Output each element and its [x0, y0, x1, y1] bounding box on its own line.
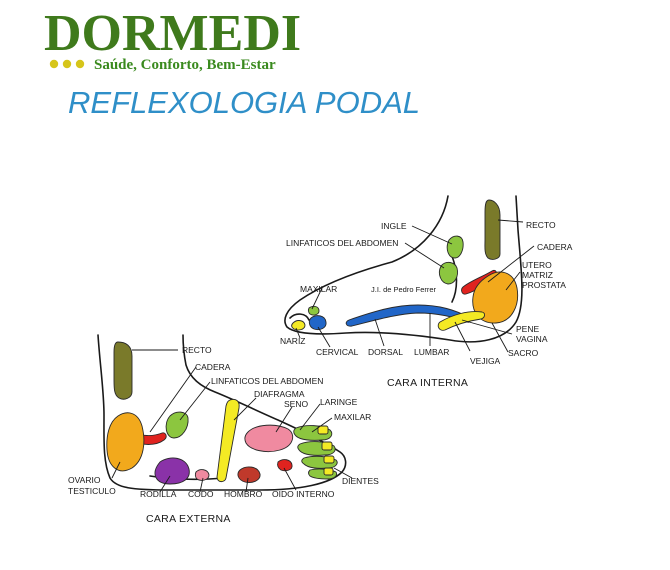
outer-label-recto: RECTO: [182, 345, 212, 355]
outer-label-seno: SENO: [284, 399, 308, 409]
inner-label-prostata: PROSTATA: [522, 280, 566, 290]
outer-dientes-leader: [333, 467, 353, 479]
inner-label-cervical: CERVICAL: [316, 347, 359, 357]
zone-ovario-outer: [106, 412, 145, 472]
toe-tip: [323, 455, 335, 464]
inner-vejiga-leader: [454, 321, 471, 352]
inner-cervical-leader: [317, 326, 331, 348]
brand-name: DORMEDI: [44, 5, 301, 62]
inner-dorsal-leader: [374, 318, 385, 347]
inner-cadera-leader: [487, 245, 535, 283]
inner-label-vejiga: VEJIGA: [470, 356, 501, 366]
toe-tip: [317, 425, 329, 435]
outer-label-codo: CODO: [188, 489, 214, 499]
inner-label-vagina: VAGINA: [516, 334, 548, 344]
outer-foot-outline: [97, 334, 347, 491]
inner-label-sacro: SACRO: [508, 348, 539, 358]
zone-oido-outer: [277, 459, 293, 472]
zone-diafragma-outer: [216, 398, 240, 483]
outer-codo-leader: [199, 477, 204, 493]
inner-toe-line: [289, 313, 310, 321]
inner-label-cadera: CADERA: [537, 242, 573, 252]
outer-label-laringe: LARINGE: [320, 397, 358, 407]
logo-dots: [49, 59, 85, 69]
outer-cadera-leader: [149, 366, 197, 433]
outer-label-cadera: CADERA: [195, 362, 231, 372]
outer-ovario-leader: [111, 461, 121, 479]
inner-ankle-line: [451, 255, 458, 303]
logo-dot: [49, 59, 59, 69]
toe-tip: [323, 467, 334, 476]
inner-maxilar-leader: [311, 287, 323, 310]
inner-caption: CARA INTERNA: [387, 377, 468, 389]
inner-label-linfaticos: LINFATICOS DEL ABDOMEN: [286, 238, 398, 248]
inner-label-pene: PENE: [516, 324, 539, 334]
inner-label-matriz: MATRIZ: [522, 270, 553, 280]
inner-label-recto: RECTO: [526, 220, 556, 230]
inner-ingle-leader: [411, 225, 453, 245]
outer-label-maxilar: MAXILAR: [334, 412, 371, 422]
outer-seno-leader: [275, 406, 293, 433]
zone-linfaticos-inner: [438, 261, 458, 285]
outer-rodilla-leader: [159, 475, 171, 493]
zone-rodilla-outer: [154, 457, 190, 485]
outer-oido-leader: [283, 467, 297, 491]
outer-label-diafragma: DIAFRAGMA: [254, 389, 305, 399]
zone-utero-inner: [472, 271, 519, 324]
zone-linfaticos-outer: [165, 411, 189, 439]
inner-nariz-leader: [295, 327, 301, 339]
zone-nariz-inner: [291, 320, 306, 331]
outer-hombro-leader: [245, 477, 249, 493]
inner-pene-leader: [461, 319, 513, 335]
outer-label-ovario: OVARIO: [68, 475, 101, 485]
zone-seno-outer: [244, 424, 294, 453]
logo-dot: [62, 59, 72, 69]
zone-recto-inner: [484, 199, 501, 260]
inner-label-dorsal: DORSAL: [368, 347, 403, 357]
zone-ingle-inner: [446, 235, 464, 259]
outer-label-oido: OIDO INTERNO: [272, 489, 335, 499]
zone-maxilar-inner: [307, 305, 320, 316]
outer-labels: RECTO CADERA LINFATICOS DEL ABDOMEN DIAF…: [68, 345, 379, 525]
inner-foot-illustration: [284, 195, 535, 353]
inner-label-maxilar: MAXILAR: [300, 284, 337, 294]
outer-diafragma-leader: [233, 397, 257, 421]
outer-toes: [293, 425, 338, 480]
inner-signature: J.I. de Pedro Ferrer: [371, 285, 437, 294]
logo: DORMEDI Saúde, Conforto, Bem-Estar: [44, 5, 301, 73]
outer-label-hombro: HOMBRO: [224, 489, 263, 499]
inner-label-utero: UTERO: [522, 260, 552, 270]
zone-recto-outer: [113, 341, 133, 400]
outer-label-testiculo: TESTICULO: [68, 486, 116, 496]
inner-recto-leader: [497, 219, 524, 223]
inner-label-lumbar: LUMBAR: [414, 347, 449, 357]
outer-foot-illustration: [97, 334, 353, 493]
zone-codo-outer: [194, 469, 210, 481]
inner-label-ingle: INGLE: [381, 221, 407, 231]
outer-label-rodilla: RODILLA: [140, 489, 177, 499]
outer-caption: CARA EXTERNA: [146, 513, 231, 525]
inner-label-nariz: NARIZ: [280, 336, 306, 346]
inner-foot-outline: [284, 195, 523, 343]
page-title: REFLEXOLOGIA PODAL: [68, 85, 420, 120]
inner-labels: INGLE LINFATICOS DEL ABDOMEN RECTO CADER…: [280, 220, 573, 389]
outer-label-linfaticos: LINFATICOS DEL ABDOMEN: [211, 376, 323, 386]
outer-laringe-leader: [299, 403, 321, 431]
inner-utero-leader: [505, 271, 521, 291]
zone-vejiga-inner: [437, 311, 485, 331]
outer-label-dientes: DIENTES: [342, 476, 379, 486]
outer-linfaticos-leader: [179, 381, 211, 421]
logo-dot: [75, 59, 85, 69]
brand-tagline: Saúde, Conforto, Bem-Estar: [94, 57, 276, 73]
toe-tip: [321, 441, 333, 451]
zone-hombro-outer: [237, 466, 261, 483]
outer-maxilar-leader: [311, 417, 333, 433]
inner-sacro-leader: [491, 322, 509, 353]
inner-linfaticos-leader: [404, 242, 445, 269]
zone-cervical-inner: [308, 315, 327, 331]
